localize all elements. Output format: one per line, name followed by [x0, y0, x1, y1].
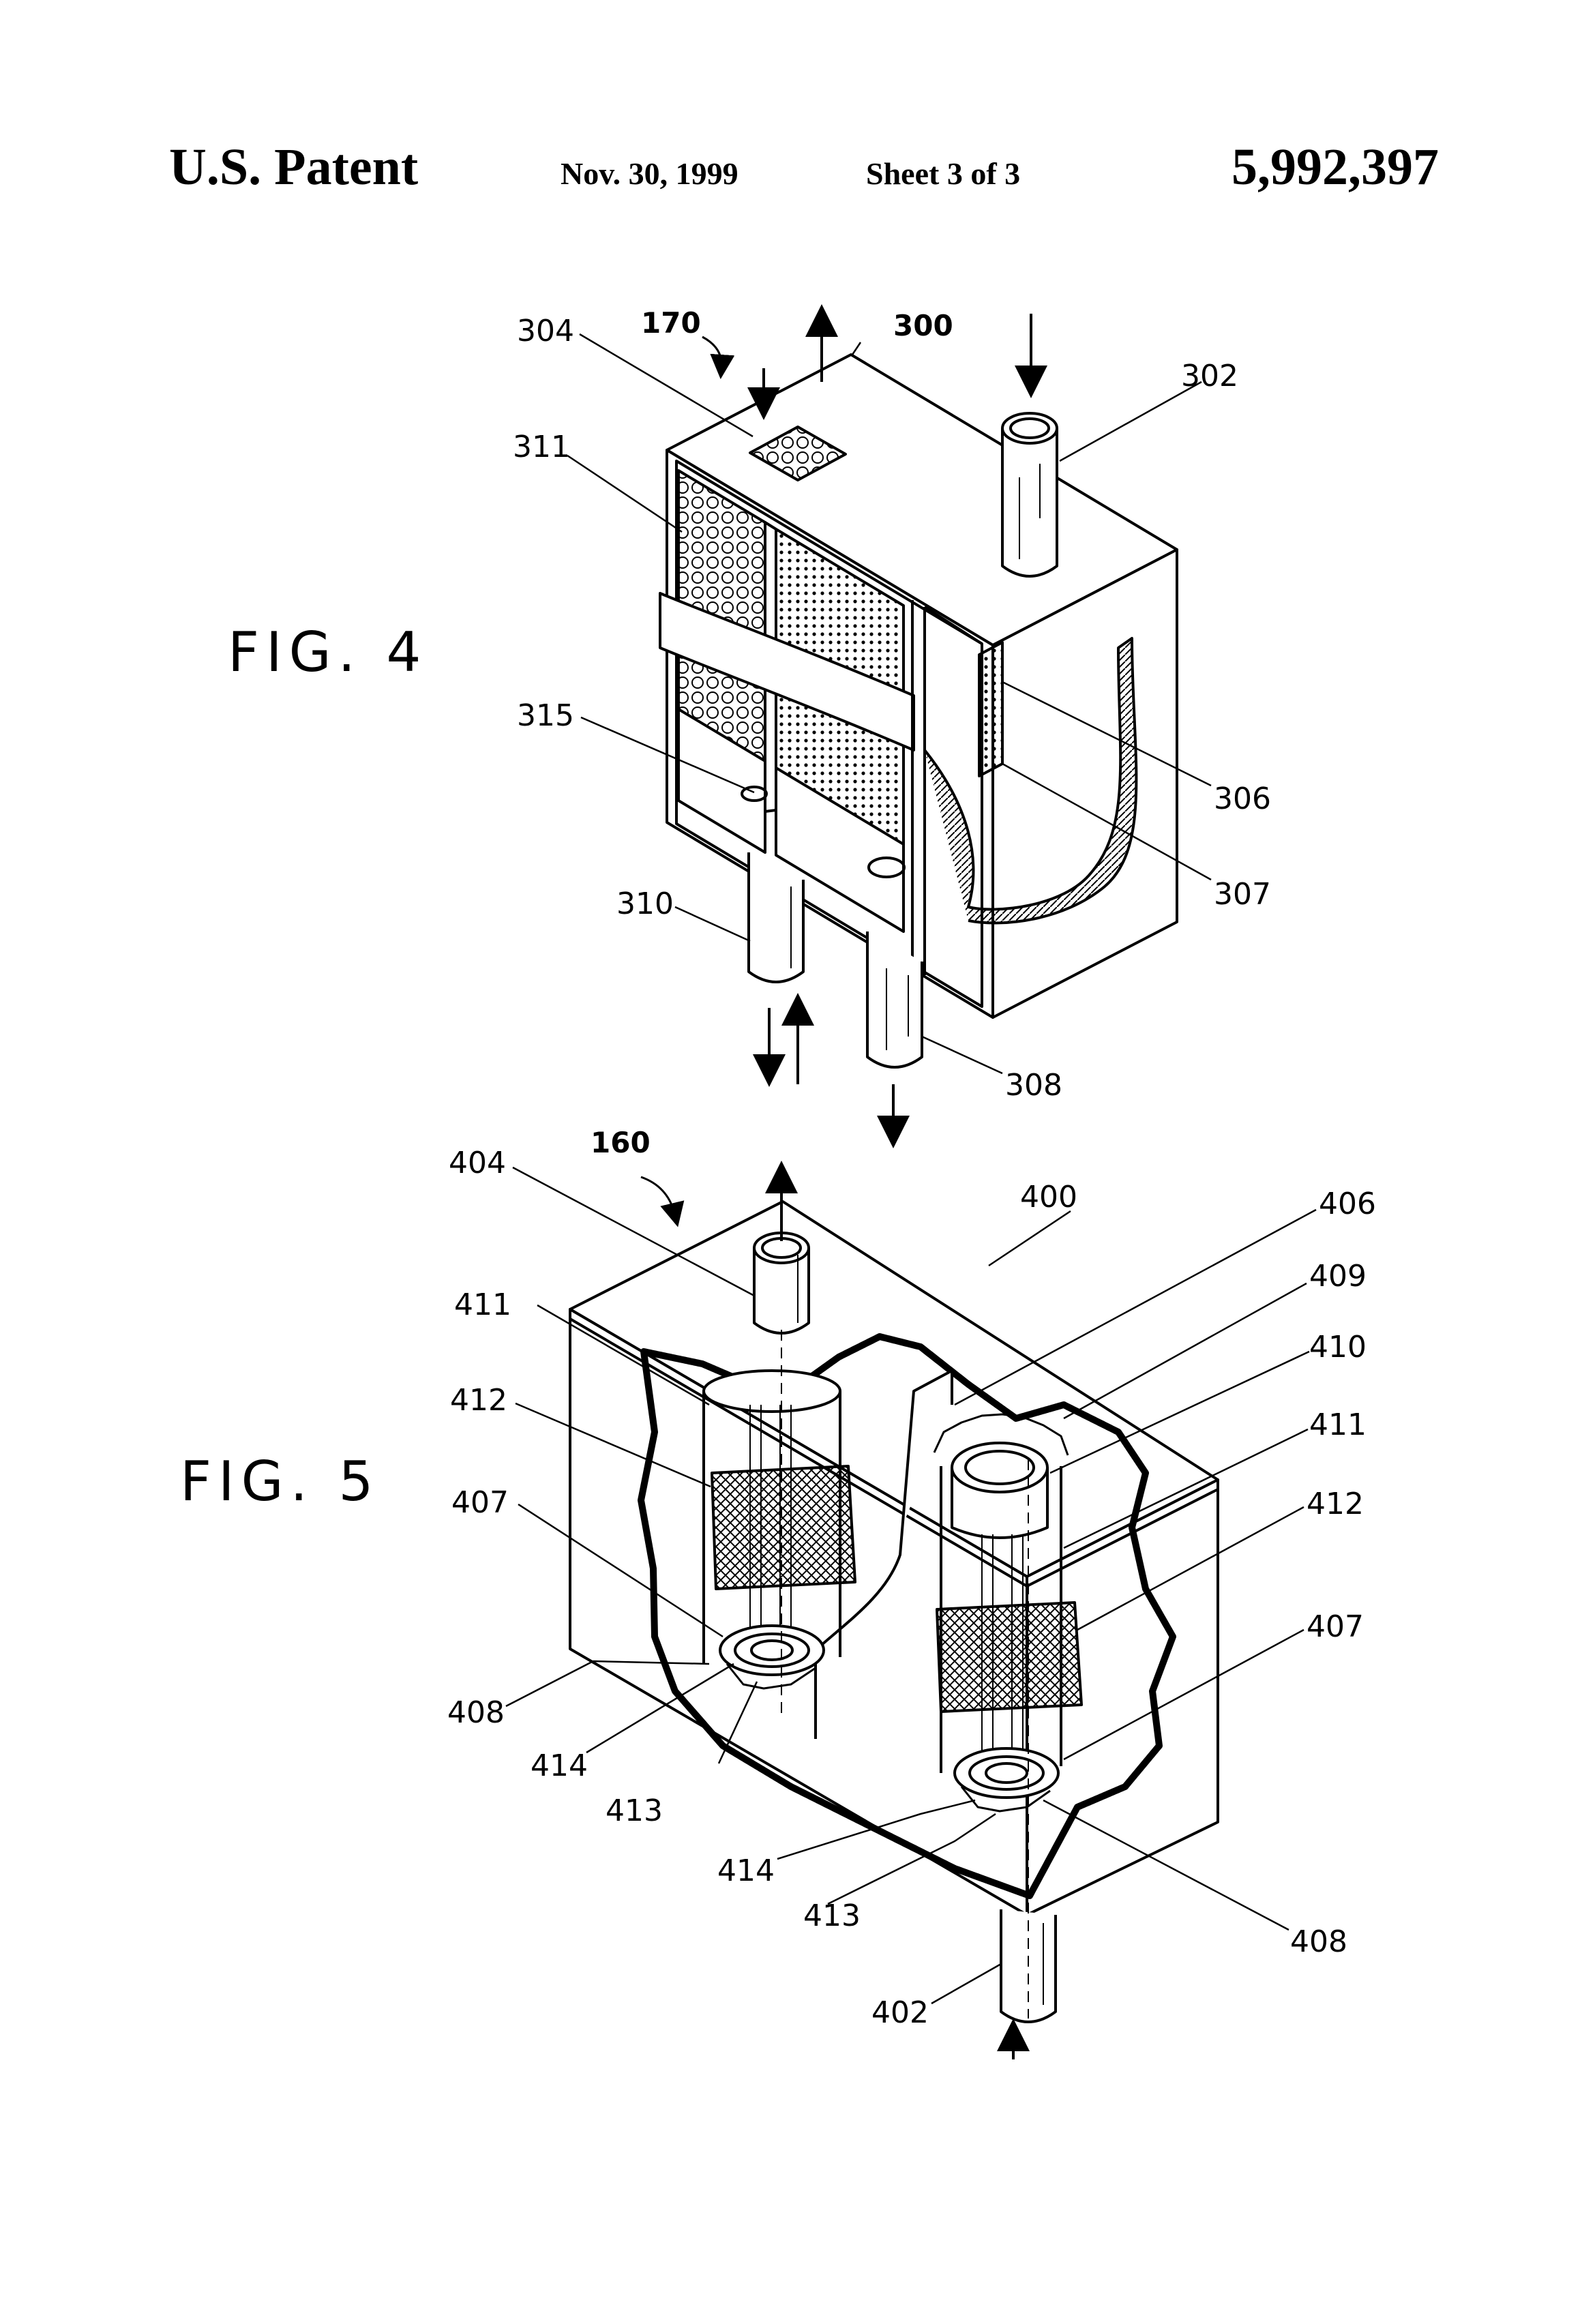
- ref-414-right: 414: [717, 1853, 775, 1888]
- ref-307: 307: [1214, 877, 1271, 912]
- ref-302: 302: [1181, 359, 1238, 393]
- ref-409: 409: [1309, 1259, 1367, 1294]
- ref-411-left: 411: [454, 1287, 511, 1322]
- ref-408-right: 408: [1290, 1924, 1347, 1959]
- fig4-pipe-302: [1002, 413, 1057, 576]
- ref-411-right: 411: [1309, 1407, 1367, 1442]
- ref-412-right: 412: [1307, 1487, 1364, 1521]
- ref-400: 400: [1020, 1180, 1077, 1215]
- ref-408-left: 408: [447, 1695, 505, 1730]
- fig4-side-filter: [979, 642, 1002, 776]
- ref-413-right: 413: [803, 1898, 861, 1933]
- fig5-left-filter-media: [712, 1466, 855, 1589]
- fig4-arrow-170: [702, 337, 721, 367]
- ref-402: 402: [871, 1995, 929, 2030]
- ref-413-left: 413: [606, 1793, 663, 1828]
- fig4-drawing: [567, 314, 1211, 1132]
- ref-310: 310: [616, 887, 674, 921]
- ref-404: 404: [449, 1146, 506, 1180]
- ref-315: 315: [517, 698, 574, 733]
- fig5-arrow-160: [641, 1177, 675, 1215]
- fig5-right-filter-media: [937, 1603, 1081, 1712]
- ref-170: 170: [641, 306, 701, 340]
- ref-304: 304: [517, 314, 574, 348]
- ref-414-left: 414: [531, 1748, 588, 1783]
- ref-407-right: 407: [1307, 1609, 1364, 1644]
- ref-308: 308: [1005, 1068, 1062, 1103]
- ref-311: 311: [513, 430, 570, 464]
- ref-306: 306: [1214, 781, 1271, 816]
- ref-300: 300: [893, 309, 953, 342]
- fig5-pipe-404: [754, 1233, 809, 1333]
- ref-406: 406: [1319, 1187, 1376, 1221]
- fig5-drawing: [506, 1167, 1316, 2059]
- ref-407-left: 407: [451, 1485, 509, 1520]
- ref-412-left: 412: [450, 1383, 507, 1418]
- ref-160: 160: [591, 1126, 651, 1159]
- ref-410: 410: [1309, 1330, 1367, 1365]
